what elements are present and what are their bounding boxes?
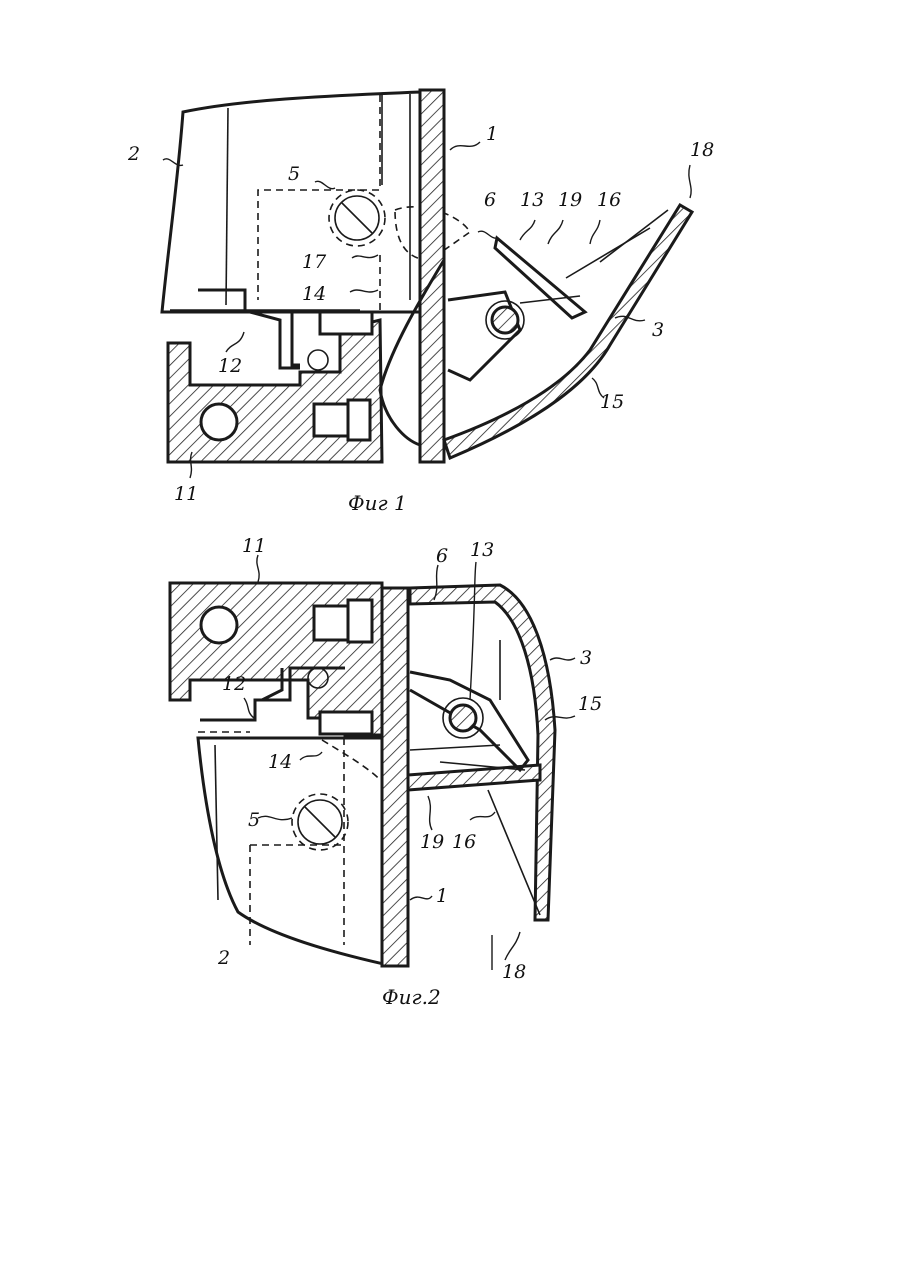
fig1-label-19: 19 [558,189,582,211]
fig2-label-3: 3 [580,647,592,669]
fig2-label-13: 13 [470,539,494,561]
fig2-part-3-cover [410,585,555,920]
fig1-label-1: 1 [486,123,498,145]
fig2-label-6: 6 [436,545,448,567]
fig2-label-12: 12 [222,673,246,695]
fig2-label-2: 2 [217,947,230,969]
fig1-label-2: 2 [127,143,140,165]
fig2-label-16: 16 [452,831,476,853]
fig1-screw-5 [329,190,385,246]
fig1-label-11: 11 [174,483,198,505]
fig2-screw-5 [292,794,348,850]
figure-1: 2 1 5 6 13 19 16 18 17 14 3 12 15 11 Фиг… [127,90,714,515]
fig1-caption: Фиг 1 [348,491,407,515]
fig1-label-13: 13 [520,189,544,211]
fig2-label-15: 15 [578,693,602,715]
fig1-label-3: 3 [652,319,664,341]
fig1-part-12-clip [198,290,300,365]
fig1-part-13-pin [492,307,518,333]
fig2-caption: Фиг.2 [382,985,441,1009]
fig2-label-19: 19 [420,831,444,853]
fig1-label-15: 15 [600,391,624,413]
fig1-part-1-wall [420,90,444,462]
fig2-part-13-pin [450,705,476,731]
fig1-label-17: 17 [302,251,327,273]
fig1-part-6-arm [448,292,520,380]
fig2-label-11: 11 [242,535,266,557]
figure-2: 11 6 13 12 3 15 14 5 19 16 1 2 18 Фиг.2 [170,535,602,1009]
fig1-label-12: 12 [218,355,242,377]
fig1-label-18: 18 [690,139,714,161]
fig2-label-1: 1 [436,885,448,907]
fig2-label-5: 5 [248,809,260,831]
fig2-part-1-wall [382,588,408,966]
fig1-label-5: 5 [288,163,300,185]
fig2-label-18: 18 [502,961,526,983]
fig1-label-6: 6 [484,189,496,211]
fig2-part-2-body [198,738,388,965]
fig1-label-16: 16 [597,189,621,211]
fig1-label-14: 14 [302,283,326,305]
fig2-label-14: 14 [268,751,292,773]
